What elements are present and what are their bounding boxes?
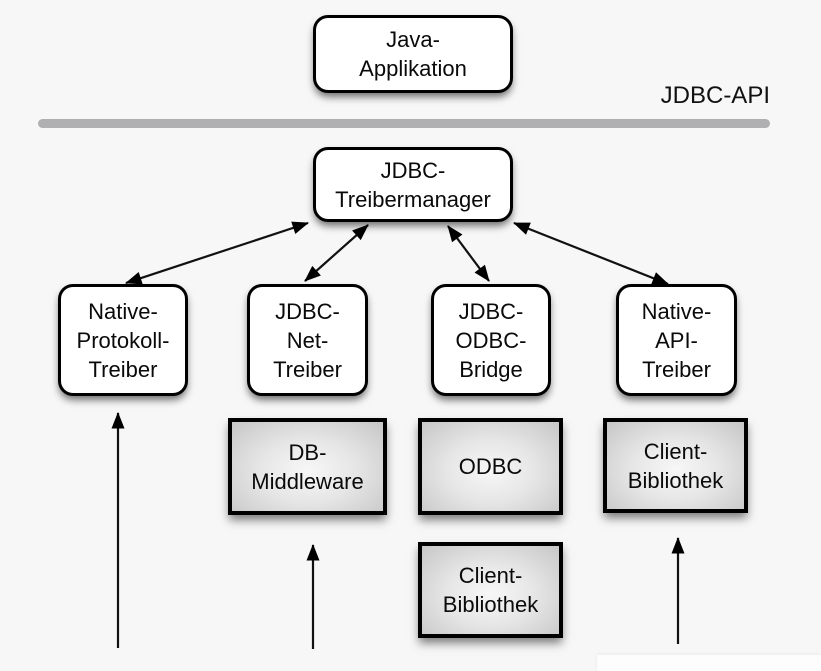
box-label-line: JDBC- xyxy=(458,298,524,324)
box-label-line: Client- xyxy=(458,563,523,588)
box-label-line: Applikation xyxy=(359,56,467,81)
box-label: Native- API- Treiber xyxy=(642,297,712,384)
arrow-treibermanager-jdbc-odbc xyxy=(447,225,490,282)
box-label-line: Bridge xyxy=(459,356,523,382)
box-label-line: ODBC xyxy=(458,454,523,479)
box-jdbc-odbc-bridge: JDBC- ODBC- Bridge xyxy=(431,284,551,396)
box-label: JDBC- Net- Treiber xyxy=(273,297,342,384)
box-label-line: Bibliothek xyxy=(627,467,724,493)
arrow-treibermanager-native-protokoll xyxy=(125,221,309,285)
box-jdbc-net-treiber: JDBC- Net- Treiber xyxy=(247,284,368,396)
box-native-api-treiber: Native- API- Treiber xyxy=(616,284,737,396)
box-label: Java- Applikation xyxy=(359,25,467,83)
box-label-line: Treibermanager xyxy=(335,186,491,212)
box-label-line: Protokoll- xyxy=(76,327,170,353)
box-label-line: Bibliothek xyxy=(442,592,539,617)
box-client-bibliothek-middle: Client- Bibliothek xyxy=(418,542,563,638)
box-odbc: ODBC xyxy=(418,418,563,515)
partial-box-cutoff xyxy=(597,655,821,671)
box-label-line: JDBC- xyxy=(380,157,446,183)
box-client-bibliothek-right: Client- Bibliothek xyxy=(603,418,748,513)
box-label-line: ODBC- xyxy=(455,327,527,353)
box-java-applikation: Java- Applikation xyxy=(313,15,513,93)
box-label: JDBC- Treibermanager xyxy=(335,156,491,214)
box-label-line: Client- xyxy=(643,438,708,464)
box-jdbc-treibermanager: JDBC- Treibermanager xyxy=(313,147,513,222)
box-label-line: Treiber xyxy=(88,356,158,382)
box-label-line: Java- xyxy=(386,27,440,52)
box-label: Client- Bibliothek xyxy=(443,561,538,619)
box-label: JDBC- ODBC- Bridge xyxy=(456,297,527,384)
box-label-line: DB- xyxy=(288,439,327,465)
box-label: Native- Protokoll- Treiber xyxy=(77,297,170,384)
jdbc-api-divider-line xyxy=(38,119,770,128)
box-db-middleware: DB- Middleware xyxy=(228,418,387,515)
box-label: Client- Bibliothek xyxy=(628,437,723,495)
box-label: ODBC xyxy=(459,452,523,481)
arrow-treibermanager-jdbc-net xyxy=(304,224,369,282)
jdbc-api-label: JDBC-API xyxy=(660,82,770,109)
box-label-line: Treiber xyxy=(642,356,711,382)
box-label: DB- Middleware xyxy=(251,438,364,496)
box-label-line: Net- xyxy=(286,327,329,353)
box-label-line: API- xyxy=(655,327,698,353)
box-label-line: JDBC- xyxy=(275,298,340,324)
arrow-treibermanager-native-api xyxy=(513,221,669,286)
box-label-line: Native- xyxy=(88,298,158,324)
box-native-protokoll-treiber: Native- Protokoll- Treiber xyxy=(58,284,188,396)
box-label-line: Treiber xyxy=(273,356,342,382)
box-label-line: Native- xyxy=(641,298,712,324)
box-label-line: Middleware xyxy=(251,468,364,494)
